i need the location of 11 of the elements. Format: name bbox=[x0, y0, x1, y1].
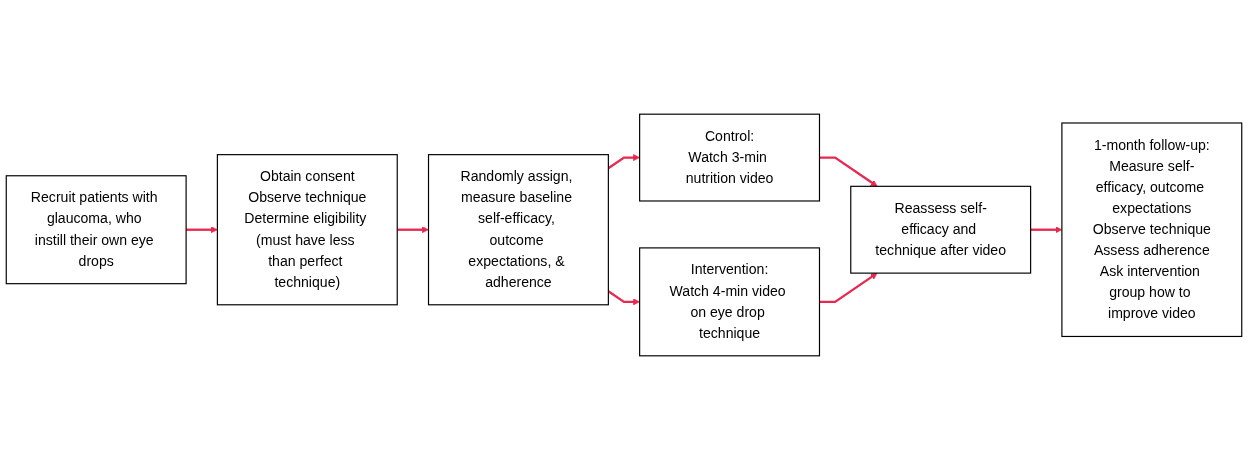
node-box: Reassess self-efficacy and technique after video bbox=[850, 185, 1032, 274]
arrow bbox=[819, 156, 878, 187]
node-box: Randomly assign, measure baseline self-efficacy, outcome expectations, & adherence bbox=[427, 154, 609, 306]
arrow bbox=[819, 272, 878, 304]
node-box: Control: Watch 3-min nutrition video bbox=[639, 113, 821, 202]
node-box: Intervention: Watch 4-min video on eye drop technique bbox=[639, 247, 821, 357]
node-box: Obtain consent Observe technique Determine eligibility (must have less than perfect technique) bbox=[216, 154, 398, 306]
arrow bbox=[397, 226, 429, 234]
arrow bbox=[186, 226, 218, 234]
node-box: Recruit patients with glaucoma, who instill their own eye drops bbox=[5, 175, 187, 285]
node-box: 1-month follow-up: Measure self-efficacy, outcome expectations Observe technique Assess adherence Ask intervention group how to improve video bbox=[1061, 122, 1243, 338]
